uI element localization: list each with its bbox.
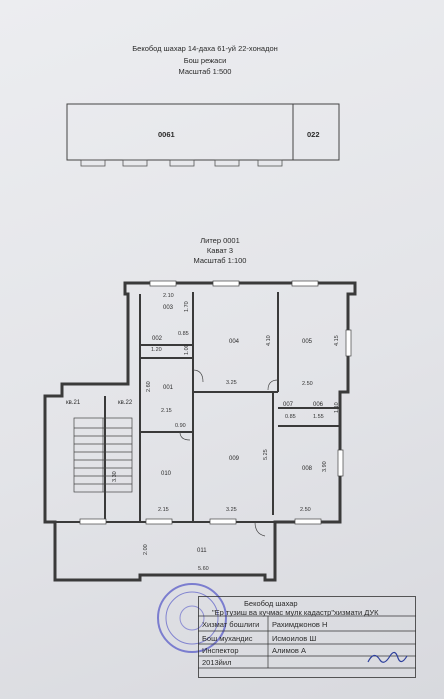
staircase (73, 417, 133, 493)
room-011: 011 (197, 548, 207, 554)
header-plan-title: Бош режаси (183, 56, 227, 65)
room-007: 007 (283, 402, 294, 408)
dim-0-85-b: 0.85 (285, 414, 296, 420)
room-005: 005 (302, 339, 313, 345)
title-block-name-2: Исмоилов Ш (272, 634, 317, 643)
title-block-organization: "Ер тузиш ва кучмас мулк кадастр"хизмати… (212, 608, 379, 617)
title-block-year: 2013йил (202, 658, 232, 667)
room-001: 001 (163, 385, 174, 391)
dim-5-60: 5.60 (198, 566, 209, 572)
general-plan-building (66, 103, 340, 161)
dim-2-15-mid: 2.15 (161, 408, 172, 414)
room-004: 004 (229, 339, 240, 345)
room-006: 006 (313, 402, 324, 408)
title-block-role-1: Хизмат бошлиги (202, 620, 260, 629)
title-block-city: Бекобод шахар (244, 599, 298, 608)
title-block-name-3: Алимов А (272, 646, 306, 655)
room-009: 009 (229, 456, 240, 462)
floor-scale: Масштаб 1:100 (193, 256, 247, 265)
room-010: 010 (161, 471, 172, 477)
dim-2-10: 2.10 (163, 293, 174, 299)
general-plan-label-0061: 0061 (158, 130, 175, 139)
dim-2-50-top: 2.50 (302, 381, 313, 387)
dim-2-15-bottom: 2.15 (158, 507, 169, 513)
header-scale: Масштаб 1:500 (178, 67, 232, 76)
title-block-name-1: Рахимджонов Н (272, 620, 328, 629)
room-008: 008 (302, 466, 313, 472)
apartment-22: кв.22 (118, 400, 133, 406)
title-block-role-2: Бош мухандис (202, 634, 253, 643)
apartment-21: кв.21 (66, 400, 81, 406)
header-address: Бекобод шахар 14-даха 61-уй 22-хонадон (132, 44, 278, 53)
dim-3-25-top: 3.25 (226, 380, 237, 386)
dim-3-25-bottom: 3.25 (226, 507, 237, 513)
dim-1-20: 1.20 (151, 347, 162, 353)
room-002: 002 (152, 336, 163, 342)
title-block: Бекобод шахар "Ер тузиш ва кучмас мулк к… (198, 596, 416, 678)
room-003: 003 (163, 305, 174, 311)
title-block-role-3: Инспектор (202, 646, 239, 655)
dim-2-50-bottom: 2.50 (300, 507, 311, 513)
signature (367, 651, 408, 663)
general-plan-label-022: 022 (307, 130, 320, 139)
floor-label: Кават 3 (206, 246, 234, 255)
dim-0-90: 0.90 (175, 423, 186, 429)
liter-label: Литер 0001 (200, 236, 240, 245)
dim-0-85: 0.85 (178, 331, 189, 337)
dim-1-55: 1.55 (313, 414, 324, 420)
